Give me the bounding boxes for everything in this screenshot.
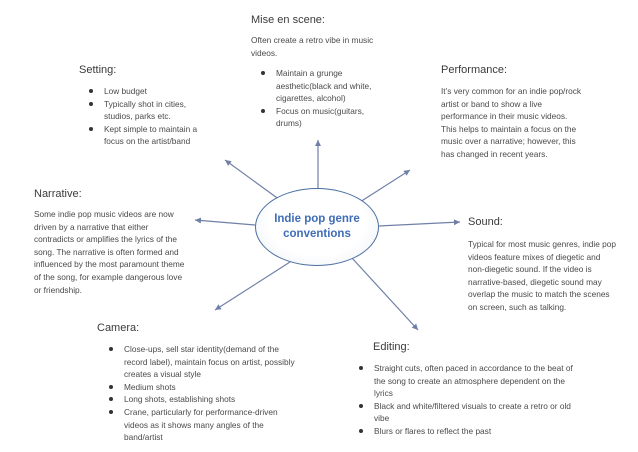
center-title: Indie pop genre conventions	[274, 213, 360, 240]
arrow-sound	[378, 219, 461, 227]
mise-en-scene-bullet: Maintain a grunge aesthetic(black and wh…	[258, 67, 386, 105]
setting-bullet: Low budget	[86, 85, 211, 98]
setting-bullet: Kept simple to maintain a focus on the a…	[86, 123, 211, 148]
setting-heading: Setting:	[79, 64, 117, 76]
mise-en-scene-list: Maintain a grunge aesthetic(black and wh…	[258, 67, 386, 130]
mise-en-scene-bullet: Focus on music(guitars, drums)	[258, 105, 386, 130]
performance-heading: Performance:	[441, 64, 508, 76]
arrow-camera	[214, 261, 291, 311]
center-oval: Indie pop genre conventions	[255, 188, 379, 266]
editing-bullet: Blurs or flares to reflect the past	[356, 425, 580, 438]
editing-bullet: Black and white/filtered visuals to crea…	[356, 400, 580, 425]
camera-bullet: Long shots, establishing shots	[106, 393, 299, 406]
camera-bullet: Crane, particularly for performance-driv…	[106, 406, 299, 444]
camera-list: Close-ups, sell star identity(demand of …	[106, 343, 299, 444]
arrow-narrative	[194, 217, 256, 226]
mise-en-scene-text: Often create a retro vibe in music video…	[251, 35, 374, 58]
setting-bullet: Typically shot in cities, studios, parks…	[86, 98, 211, 123]
arrow-setting	[224, 159, 281, 201]
performance-text: It’s very common for an indie pop/rock a…	[441, 86, 582, 159]
camera-bullet: Medium shots	[106, 381, 299, 394]
sound-text: Typical for most music genres, indie pop…	[468, 239, 617, 312]
sound-heading: Sound:	[468, 216, 503, 228]
setting-list: Low budget Typically shot in cities, stu…	[86, 85, 211, 148]
narrative-heading: Narrative:	[34, 188, 82, 200]
arrow-performance	[359, 169, 411, 203]
editing-list: Straight cuts, often paced in accordance…	[356, 362, 580, 438]
narrative-text: Some indie pop music videos are now driv…	[34, 209, 185, 295]
editing-bullet: Straight cuts, often paced in accordance…	[356, 362, 580, 400]
editing-heading: Editing:	[373, 341, 410, 353]
camera-bullet: Close-ups, sell star identity(demand of …	[106, 343, 299, 381]
camera-heading: Camera:	[97, 322, 140, 334]
mise-en-scene-heading: Mise en scene:	[251, 14, 325, 26]
arrow-editing	[351, 257, 419, 331]
